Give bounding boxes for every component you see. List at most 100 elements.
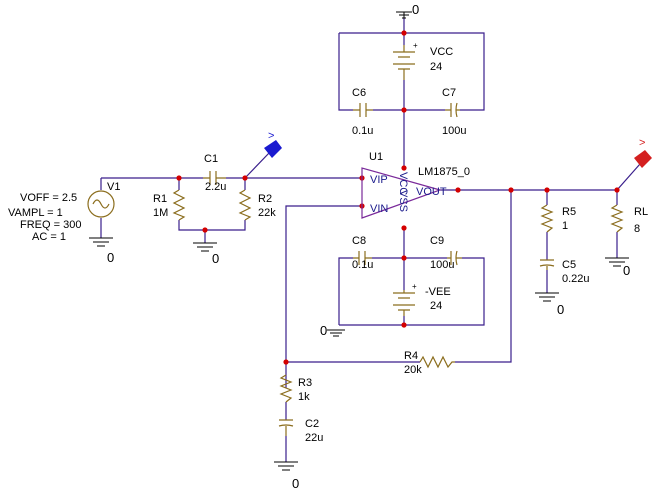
- vcc-source[interactable]: + VCC 24: [393, 41, 453, 80]
- v1-source[interactable]: V1 VOFF = 2.5 VAMPL = 1 FREQ = 300 AC = …: [8, 181, 120, 243]
- r4-value: 20k: [404, 364, 422, 376]
- c6-capacitor[interactable]: C6 0.1u: [352, 87, 373, 137]
- ground-icon: [274, 461, 298, 471]
- sine-source-icon: [87, 190, 115, 218]
- rl-value: 8: [634, 223, 640, 235]
- c8-name: C8: [352, 235, 366, 247]
- ground-label: 0: [107, 250, 114, 265]
- ground-icon: [193, 242, 217, 252]
- r2-resistor[interactable]: R2 22k: [238, 189, 276, 221]
- probe-in-marker: >: [268, 130, 274, 142]
- rl-name: RL: [634, 206, 648, 218]
- junction: [401, 165, 407, 171]
- u1-pin-vee: VSS: [397, 190, 409, 212]
- resistor-icon: [172, 189, 186, 221]
- probe-in-wire: [244, 151, 271, 179]
- r3-value: 1k: [298, 391, 310, 403]
- junction: [283, 359, 289, 365]
- ground-icon: [605, 257, 629, 267]
- resistor-icon: [238, 189, 252, 221]
- ground-icon: [396, 11, 412, 19]
- c1-value: 2.2u: [205, 181, 226, 193]
- junction: [544, 187, 550, 193]
- ground-label: 0: [557, 302, 564, 317]
- ground-icon: [327, 329, 345, 337]
- vee-source[interactable]: + -VEE 24: [393, 282, 451, 316]
- voltage-probe-output[interactable]: >: [634, 137, 652, 168]
- c1-name: C1: [204, 153, 218, 165]
- junction: [455, 187, 461, 193]
- junction: [401, 322, 407, 328]
- vin-wire: [285, 205, 362, 375]
- ground-label: 0: [412, 2, 419, 17]
- ground-rl: 0: [605, 257, 630, 278]
- rl-resistor[interactable]: RL 8: [610, 204, 648, 235]
- junction: [401, 30, 407, 36]
- c9-name: C9: [430, 235, 444, 247]
- r4-name: R4: [404, 350, 418, 362]
- c9-capacitor[interactable]: C9 100u: [430, 235, 462, 271]
- r3-name: R3: [298, 377, 312, 389]
- u1-name: U1: [369, 151, 383, 163]
- junction: [401, 107, 407, 113]
- r1-resistor[interactable]: R1 1M: [153, 189, 186, 221]
- output-wire: [458, 163, 641, 191]
- v1-ac: AC = 1: [32, 231, 66, 243]
- r4-resistor[interactable]: R4 20k: [404, 350, 455, 376]
- ground-r1r2: 0: [193, 242, 219, 266]
- ground-label: 0: [212, 251, 219, 266]
- vcc-battery-icon: [393, 45, 415, 80]
- c9-value: 100u: [430, 259, 454, 271]
- c1-capacitor[interactable]: C1 2.2u: [203, 153, 226, 193]
- c5-capacitor[interactable]: C5 0.22u: [539, 259, 590, 285]
- u1-opamp[interactable]: U1 LM1875_0 VIP VIN VOUT VCC VSS: [361, 151, 470, 219]
- c6-name: C6: [352, 87, 366, 99]
- ground-v1: 0: [89, 237, 114, 265]
- c7-name: C7: [442, 87, 456, 99]
- opamp-icon: [361, 167, 442, 219]
- c2-capacitor[interactable]: C2 22u: [278, 418, 323, 444]
- c8-capacitor[interactable]: C8 0.1u: [352, 235, 373, 271]
- junction: [508, 187, 514, 193]
- ground-c5: 0: [535, 292, 564, 317]
- u1-pin-vip: VIP: [370, 174, 388, 186]
- wires: [100, 18, 641, 462]
- c5-value: 0.22u: [562, 273, 590, 285]
- u1-pin-vcc: VCC: [397, 172, 409, 195]
- r1-value: 1M: [153, 207, 168, 219]
- r5-resistor[interactable]: R5 1: [540, 204, 576, 233]
- vee-name: -VEE: [425, 286, 451, 298]
- capacitor-icon: [445, 102, 460, 118]
- v1-freq: FREQ = 300: [20, 219, 81, 231]
- resistor-icon: [419, 355, 455, 369]
- r2-value: 22k: [258, 207, 276, 219]
- probe-out-marker: >: [639, 137, 645, 149]
- junction: [401, 225, 407, 231]
- r1-name: R1: [153, 193, 167, 205]
- r5-name: R5: [562, 206, 576, 218]
- c5-name: C5: [562, 259, 576, 271]
- supply-top-wire: [338, 32, 485, 168]
- c2-name: C2: [305, 418, 319, 430]
- junction: [242, 175, 248, 181]
- u1-pin-vout: VOUT: [416, 186, 447, 198]
- c7-capacitor[interactable]: C7 100u: [442, 87, 466, 137]
- resistor-icon: [540, 204, 554, 233]
- resistor-icon: [279, 374, 293, 403]
- voltage-probe-input[interactable]: >: [264, 130, 282, 158]
- vcc-value: 24: [430, 61, 442, 73]
- capacitor-icon: [447, 250, 462, 266]
- junction: [614, 187, 620, 193]
- probe-icon: [634, 150, 652, 168]
- v1-name: V1: [107, 181, 120, 193]
- resistor-icon: [610, 204, 624, 233]
- v1-vampl: VAMPL = 1: [8, 207, 63, 219]
- r3-resistor[interactable]: R3 1k: [279, 374, 312, 403]
- c6-value: 0.1u: [352, 125, 373, 137]
- capacitor-icon: [278, 419, 294, 436]
- junction: [401, 255, 407, 261]
- svg-text:+: +: [412, 282, 417, 291]
- ground-label: 0: [292, 476, 299, 491]
